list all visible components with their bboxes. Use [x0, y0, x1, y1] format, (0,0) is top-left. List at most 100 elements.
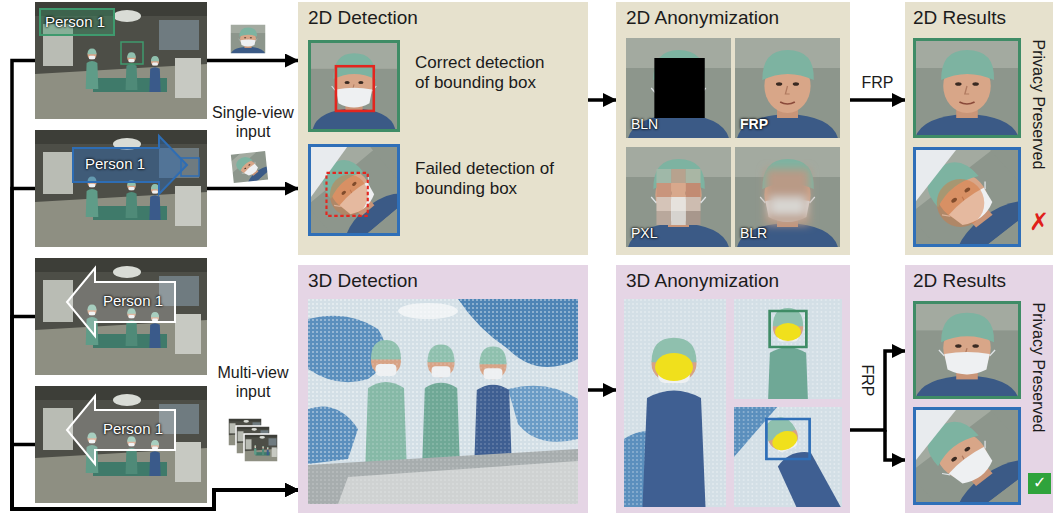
panel-title-holder: 2D Anonymization	[626, 7, 779, 29]
figure-svg	[221, 144, 276, 191]
crop-caption-holder: Correct detection of bounding box	[415, 53, 555, 93]
figure-rect	[686, 183, 701, 197]
figure-rect	[770, 311, 807, 347]
figure-rect	[656, 211, 671, 225]
figure-use	[939, 350, 995, 375]
figure-ellipse	[937, 179, 985, 227]
figure-use	[913, 388, 1021, 506]
figure-svg	[35, 258, 207, 375]
crop-caption: Failed detection of bounding box	[415, 159, 554, 198]
figure-use	[35, 2, 207, 119]
input-label: Single-view input	[212, 104, 294, 140]
person-tag: Person 1	[85, 155, 145, 172]
figure-rect	[230, 150, 269, 184]
figure-rect	[915, 40, 1020, 137]
arrow-line	[12, 61, 298, 510]
person-tag: Person 1	[103, 292, 163, 309]
camera-view: Person 1	[35, 258, 207, 375]
figure-rect	[765, 169, 809, 225]
figure-use	[913, 38, 1021, 138]
figure-use	[223, 146, 274, 188]
figure-rect	[656, 169, 671, 183]
method-name-holder: FRP	[740, 116, 768, 133]
figure-use	[643, 338, 706, 507]
panel-title-holder: 2D Results	[913, 270, 1006, 292]
figure-use	[35, 258, 207, 375]
figure-use	[626, 38, 731, 138]
figure-use	[913, 128, 1021, 248]
figure-g	[230, 24, 266, 54]
figure-g	[765, 169, 809, 225]
pass-mark-holder: ✓	[1028, 473, 1051, 494]
stage-panel: 2D Detection Correct detection of boundi…	[298, 2, 588, 255]
figure-use	[332, 86, 377, 108]
arrow-line	[850, 351, 905, 430]
figure-svg	[624, 299, 842, 507]
method-tile: PXL	[626, 147, 731, 247]
arrow-line	[850, 98, 905, 102]
figure-path	[780, 102, 795, 104]
panel-title: 2D Anonymization	[626, 7, 779, 28]
panel-title-holder: 2D Detection	[308, 7, 418, 29]
figure-svg	[913, 38, 1021, 248]
figure-rect	[686, 211, 701, 225]
figure-rect	[671, 169, 686, 183]
figure-rect	[915, 409, 1020, 504]
camera-view: Person 1	[35, 386, 207, 503]
crop-caption: Correct detection of bounding box	[415, 53, 544, 92]
connector	[850, 100, 905, 101]
figure-use	[35, 130, 207, 247]
arrow-line	[885, 430, 905, 460]
person-tag-holder: Person 1	[103, 420, 163, 438]
status-text: Privacy Preserved	[1030, 39, 1047, 169]
figure-polygon	[67, 396, 175, 464]
figure-rect	[308, 299, 578, 504]
figure-g	[913, 128, 1021, 248]
figure-rect	[336, 66, 374, 111]
person-tag-holder: Person 1	[85, 155, 145, 173]
figure-use	[311, 43, 397, 129]
figure-rect	[656, 197, 671, 211]
method-tile: FRP	[735, 38, 840, 138]
figure-svg	[913, 388, 1021, 506]
figure-ellipse	[655, 353, 693, 381]
figure-use	[913, 301, 1021, 399]
figure-ellipse	[769, 427, 801, 453]
figure-polygon	[913, 147, 958, 205]
panel-title-holder: 3D Detection	[308, 270, 418, 292]
edge-label: FRP	[859, 364, 876, 396]
figure-use	[735, 38, 840, 138]
figure-rect	[770, 197, 806, 215]
edge-label: FRP	[862, 74, 894, 91]
connector	[207, 60, 298, 61]
face-crop: Failed detection of bounding box	[308, 144, 400, 236]
figure-rect	[40, 9, 114, 35]
input-label: Multi-view input	[217, 364, 288, 400]
method-name-holder: BLN	[631, 116, 658, 133]
figure-rect	[244, 434, 278, 462]
method-name-holder: PXL	[631, 225, 657, 242]
figure-rect	[308, 299, 578, 504]
figure-rect	[671, 211, 686, 225]
figure-rect	[230, 24, 266, 54]
figure-ellipse	[775, 323, 801, 341]
figure-rect	[915, 149, 1020, 246]
stage-panel: 3D Detection	[298, 265, 588, 513]
method-tile: BLR	[735, 147, 840, 247]
pass-mark: ✓	[1033, 474, 1046, 491]
camera-view: Person 1	[35, 130, 207, 247]
figure-polygon	[67, 268, 175, 336]
connector	[850, 351, 905, 460]
figure-rect	[671, 183, 686, 197]
figure-rect	[656, 183, 671, 197]
panel-title: 2D Results	[913, 270, 1006, 291]
camera-view: Person 1	[35, 2, 207, 119]
arrow-line	[207, 187, 298, 191]
method-tile: BLN	[626, 38, 731, 138]
figure-rect	[766, 419, 809, 459]
stage-panel: 2D Anonymization BLN FRP PXL BLR	[616, 2, 850, 255]
figure-rect	[181, 158, 199, 176]
connector	[588, 100, 616, 101]
figure-svg	[311, 147, 397, 233]
